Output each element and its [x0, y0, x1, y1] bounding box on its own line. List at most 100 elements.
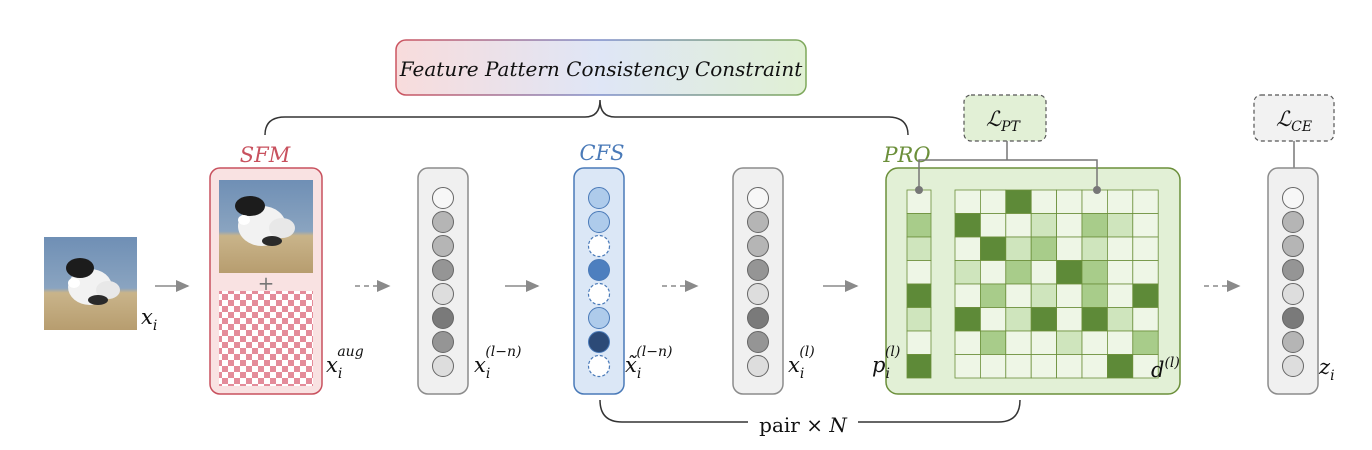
p-cell — [906, 330, 932, 355]
neuron-node — [432, 331, 454, 353]
d-cell — [980, 189, 1007, 214]
d-cell — [1005, 189, 1032, 214]
title-box: Feature Pattern Consistency Constraint — [395, 39, 807, 96]
p-cell — [906, 307, 932, 332]
checkerboard-mask — [219, 291, 313, 386]
neuron-node — [1282, 331, 1304, 353]
d-cell — [954, 354, 981, 379]
neuron-node — [588, 259, 610, 281]
neuron-node — [1282, 307, 1304, 329]
d-cell — [1005, 330, 1032, 355]
d-cell — [1081, 283, 1108, 308]
plus-sign: + — [258, 271, 275, 295]
neuron-node — [588, 211, 610, 233]
neuron-node — [588, 307, 610, 329]
neuron-node — [747, 331, 769, 353]
d-cell — [954, 260, 981, 285]
d-cell — [1056, 354, 1083, 379]
d-cell — [1132, 283, 1159, 308]
d-cell — [954, 189, 981, 214]
d-cell — [1005, 213, 1032, 238]
d-anchor-dot — [1093, 186, 1101, 194]
p-cell — [906, 260, 932, 285]
neuron-node — [747, 355, 769, 377]
d-cell — [1030, 283, 1057, 308]
loss-pt-connector — [918, 141, 1098, 190]
d-cell — [1132, 307, 1159, 332]
p-cell — [906, 354, 932, 379]
neuron-node — [432, 355, 454, 377]
neuron-node — [1282, 283, 1304, 305]
p-cell — [906, 283, 932, 308]
d-cell — [954, 307, 981, 332]
neuron-node — [1282, 211, 1304, 233]
d-cell — [1132, 260, 1159, 285]
label-x-l: xi(l) — [788, 344, 815, 382]
p-anchor-dot — [915, 186, 923, 194]
d-cell — [1056, 307, 1083, 332]
neuron-node — [432, 211, 454, 233]
neuron-node — [747, 307, 769, 329]
d-cell — [1107, 307, 1134, 332]
d-cell — [1081, 189, 1108, 214]
neuron-node — [747, 259, 769, 281]
cfs-label: CFS — [579, 141, 624, 165]
label-z-i: zi — [1318, 355, 1335, 384]
d-cell — [980, 307, 1007, 332]
pro-label: PRO — [882, 143, 930, 167]
d-cell — [954, 236, 981, 261]
d-cell — [980, 260, 1007, 285]
d-cell — [980, 236, 1007, 261]
neuron-node — [587, 354, 611, 378]
pair-label: pair × N — [759, 413, 848, 437]
label-x-ln: xi(l−n) — [474, 344, 521, 382]
d-cell — [1132, 330, 1159, 355]
neuron-node — [432, 235, 454, 257]
loss-pt-box: ℒPT — [963, 94, 1047, 142]
neuron-node — [588, 187, 610, 209]
d-cell — [1107, 260, 1134, 285]
label-d-l: d(l) — [1151, 355, 1180, 382]
d-cell — [1005, 236, 1032, 261]
p-cell — [906, 213, 932, 238]
label-x-aug: xiaug — [326, 344, 364, 382]
d-cell — [980, 330, 1007, 355]
d-cell — [954, 283, 981, 308]
feature-column-l — [732, 167, 784, 395]
d-cell — [1005, 283, 1032, 308]
title-text: Feature Pattern Consistency Constraint — [399, 57, 803, 81]
d-cell — [1081, 330, 1108, 355]
cfs-column — [573, 167, 625, 395]
neuron-node — [432, 187, 454, 209]
neuron-node — [747, 283, 769, 305]
input-image — [44, 237, 137, 330]
d-cell — [1056, 260, 1083, 285]
neuron-node — [747, 235, 769, 257]
d-matrix — [954, 189, 1159, 379]
d-cell — [980, 354, 1007, 379]
d-cell — [1107, 330, 1134, 355]
d-cell — [1030, 354, 1057, 379]
d-cell — [1081, 307, 1108, 332]
svg-text:ℒCE: ℒCE — [1276, 107, 1312, 135]
pro-box — [885, 167, 1181, 395]
d-cell — [1081, 213, 1108, 238]
pair-brace — [599, 399, 1021, 423]
d-cell — [1107, 354, 1134, 379]
d-cell — [1081, 260, 1108, 285]
d-cell — [1132, 236, 1159, 261]
d-cell — [1056, 213, 1083, 238]
d-cell — [954, 213, 981, 238]
neuron-node — [1282, 355, 1304, 377]
d-cell — [980, 283, 1007, 308]
sfm-box: + — [209, 167, 323, 395]
d-cell — [1030, 236, 1057, 261]
loss-ce-box: ℒCE — [1253, 94, 1335, 142]
d-cell — [1081, 354, 1108, 379]
neuron-node — [1282, 187, 1304, 209]
d-cell — [1005, 260, 1032, 285]
neuron-node — [432, 259, 454, 281]
d-cell — [1107, 283, 1134, 308]
top-brace — [264, 99, 909, 136]
